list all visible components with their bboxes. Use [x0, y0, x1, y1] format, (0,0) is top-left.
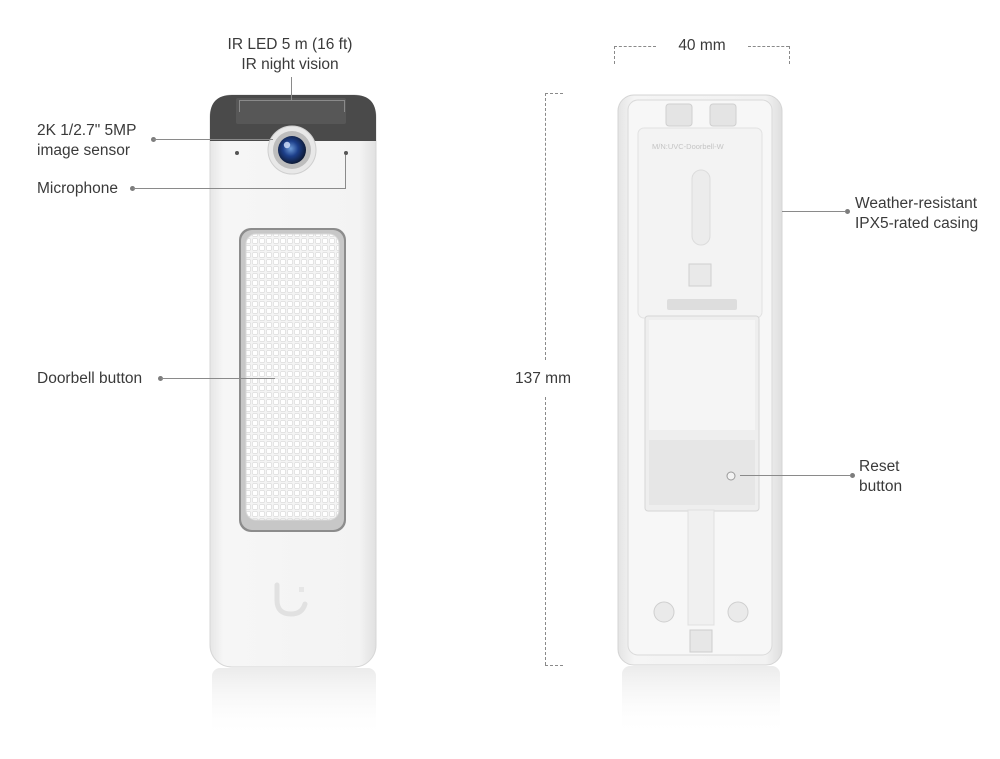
- casing-line-2: IPX5-rated casing: [855, 215, 979, 232]
- microphone-label: Microphone: [37, 180, 118, 197]
- microphone-leader: [133, 188, 346, 190]
- height-dim-bottom: [545, 397, 546, 665]
- doorbell-button-label: Doorbell button: [37, 370, 143, 387]
- reset-leader: [740, 475, 851, 477]
- sensor-line-1: 2K 1/2.7" 5MP: [37, 122, 137, 139]
- ir-led-bracket: [239, 100, 345, 102]
- reset-line-2: button: [859, 478, 903, 495]
- casing-label: Weather-resistant IPX5-rated casing: [855, 194, 978, 234]
- front-reflection: [212, 668, 376, 738]
- ir-led-line-2: IR night vision: [241, 56, 339, 73]
- doorbell-button-pad: [245, 233, 340, 521]
- height-label: 137 mm: [515, 370, 571, 387]
- microphone-hole: [344, 151, 348, 155]
- width-dim-right: [748, 46, 789, 47]
- height-dim-top: [545, 93, 546, 360]
- back-reflection: [622, 666, 780, 736]
- reset-line-1: Reset: [859, 458, 900, 475]
- casing-leader: [782, 211, 846, 213]
- model-text: M/N:UVC-Doorbell-W: [652, 142, 724, 151]
- casing-line-1: Weather-resistant: [855, 195, 978, 212]
- reset-label: Reset button: [859, 457, 902, 497]
- ir-led-window: [236, 98, 346, 124]
- logo-icon: [274, 582, 308, 617]
- sensor-leader: [153, 139, 273, 141]
- sensor-label: 2K 1/2.7" 5MP image sensor: [37, 121, 136, 161]
- ir-led-leader: [291, 77, 293, 101]
- ir-led-line-1: IR LED 5 m (16 ft): [227, 36, 353, 53]
- width-label: 40 mm: [678, 37, 726, 54]
- ir-led-label: IR LED 5 m (16 ft) IR night vision: [200, 35, 380, 75]
- width-dim-left: [614, 46, 656, 47]
- sensor-line-2: image sensor: [37, 142, 131, 159]
- doorbell-button-leader: [161, 378, 275, 380]
- reset-button-hole: [726, 471, 736, 481]
